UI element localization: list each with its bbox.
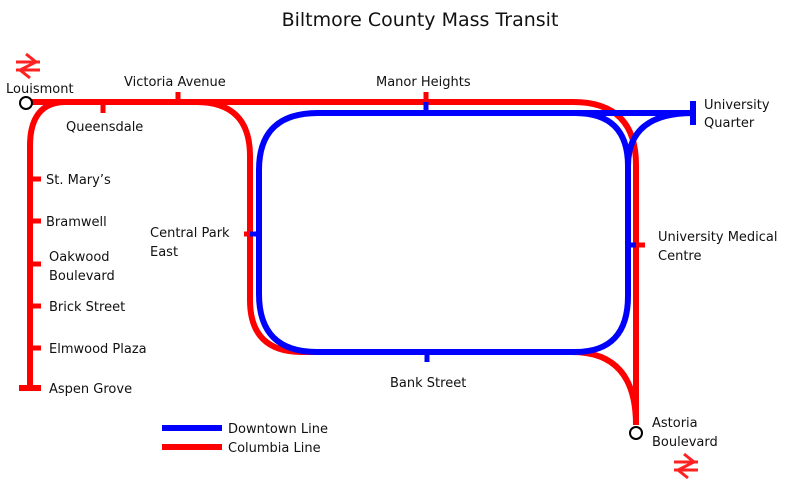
national-rail-icon: [16, 52, 40, 80]
label-oakwood-boulevard-line2: Boulevard: [49, 269, 115, 284]
label-oakwood-boulevard: Oakwood Boulevard: [49, 250, 115, 284]
astoria-boulevard-station-marker: [629, 426, 643, 440]
columbia-line-east-branch: [572, 99, 639, 425]
label-astoria-boulevard: Astoria Boulevard: [652, 416, 718, 450]
label-astoria-boulevard-line1: Astoria: [652, 416, 698, 431]
station-ticks: [30, 92, 645, 362]
label-oakwood-boulevard-line1: Oakwood: [49, 250, 110, 265]
label-bramwell: Bramwell: [46, 215, 107, 230]
label-university-quarter: University Quarter: [704, 98, 774, 131]
label-st-marys: St. Mary’s: [46, 173, 111, 188]
columbia-line-west-branch: [27, 99, 67, 388]
label-aspen-grove: Aspen Grove: [49, 382, 132, 397]
louismont-station-marker: [19, 96, 33, 110]
label-manor-heights: Manor Heights: [376, 75, 471, 90]
label-astoria-boulevard-line2: Boulevard: [652, 435, 718, 450]
downtown-line: [256, 101, 696, 355]
label-victoria-avenue: Victoria Avenue: [124, 75, 226, 90]
label-elmwood-plaza: Elmwood Plaza: [49, 342, 147, 357]
label-brick-street: Brick Street: [49, 300, 125, 315]
downtown-line-loop: [256, 110, 631, 355]
columbia-line-loop-branch: [195, 99, 639, 426]
downtown-line-connector: [625, 110, 694, 167]
columbia-line: [19, 99, 639, 426]
label-louismont: Louismont: [6, 82, 74, 97]
label-bank-street: Bank Street: [390, 376, 466, 391]
map-title: Biltmore County Mass Transit: [282, 9, 559, 31]
legend-label-downtown: Downtown Line: [228, 422, 328, 437]
label-central-park-east-line2: East: [150, 245, 178, 260]
label-university-quarter-line1: University: [704, 98, 770, 113]
label-university-medical-centre-line2: Centre: [658, 249, 701, 264]
label-central-park-east-line1: Central Park: [150, 226, 230, 241]
label-queensdale: Queensdale: [66, 120, 143, 135]
legend-label-columbia: Columbia Line: [228, 441, 321, 456]
label-university-quarter-line2: Quarter: [704, 116, 755, 131]
national-rail-icon: [674, 452, 698, 480]
label-university-medical-centre-line1: University Medical: [658, 230, 778, 245]
label-university-medical-centre: University Medical Centre: [658, 230, 782, 264]
label-central-park-east: Central Park East: [150, 226, 234, 260]
legend: Downtown Line Columbia Line: [162, 422, 328, 456]
